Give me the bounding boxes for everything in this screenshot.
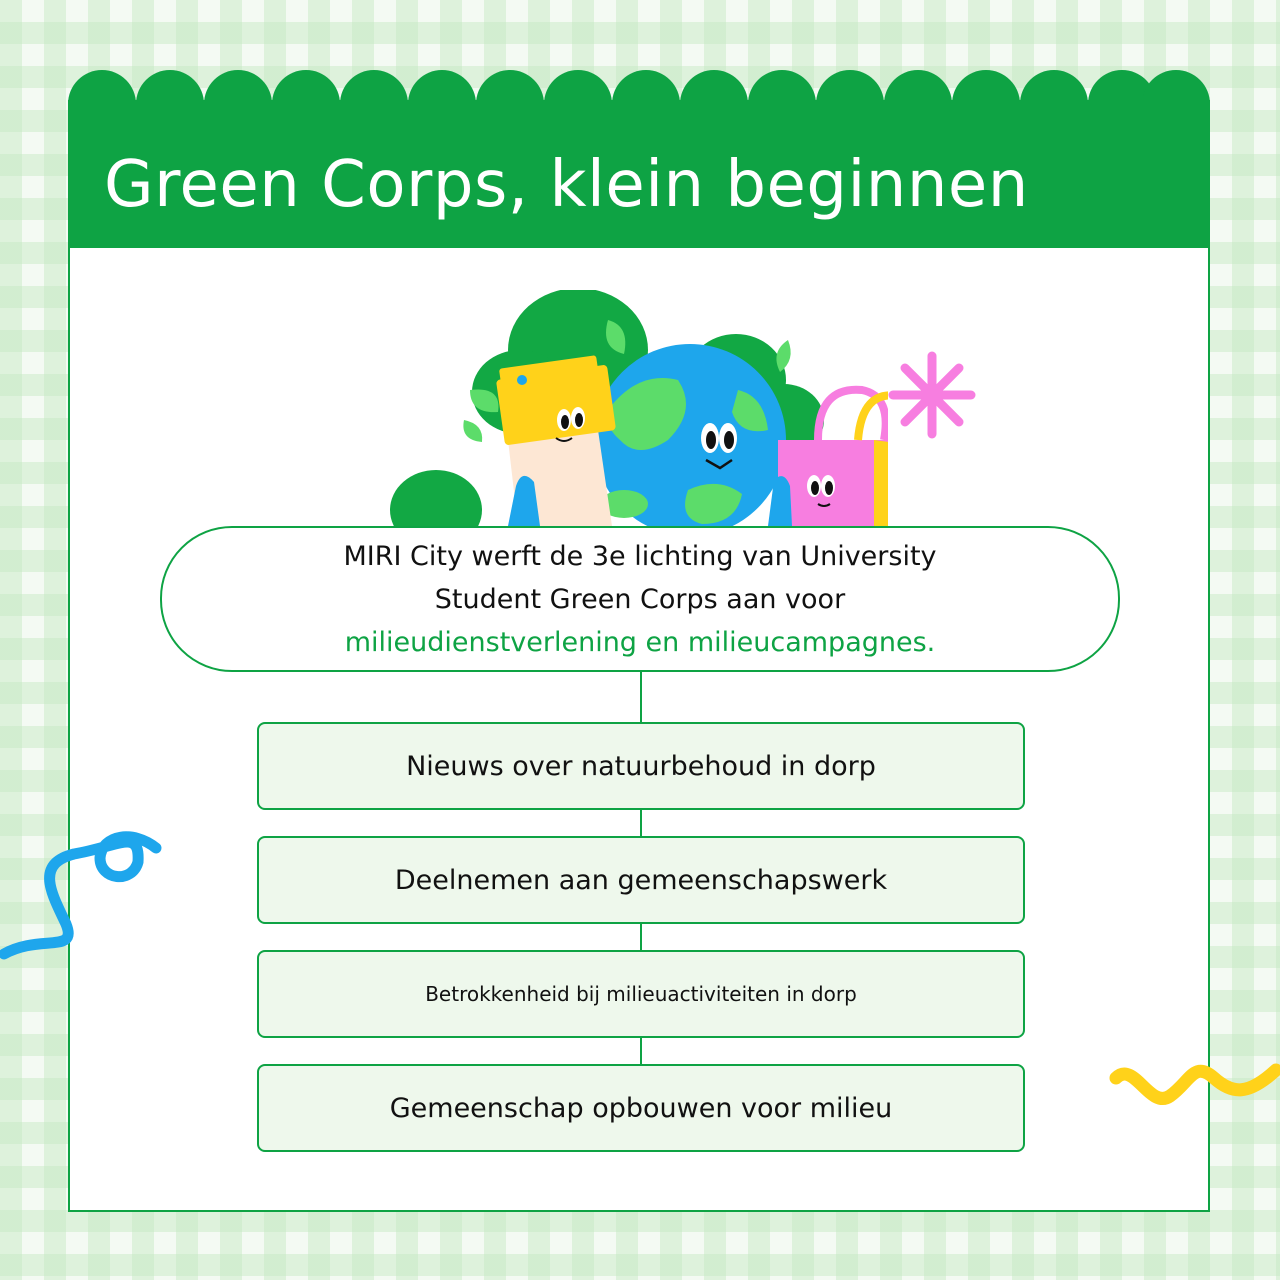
step-box-4: Gemeenschap opbouwen voor milieu: [257, 1064, 1025, 1152]
step-box-2: Deelnemen aan gemeenschapswerk: [257, 836, 1025, 924]
connector-line: [640, 670, 642, 722]
intro-line-2: Student Green Corps aan voor: [434, 583, 846, 615]
intro-line-1: MIRI City werft de 3e lichting van Unive…: [343, 540, 937, 572]
connector-line: [640, 922, 642, 950]
content-card: Green Corps, klein beginnen: [68, 70, 1210, 1212]
connector-line: [640, 1036, 642, 1064]
step-box-1: Nieuws over natuurbehoud in dorp: [257, 722, 1025, 810]
eco-mascots-illustration: [390, 290, 888, 526]
intro-callout: MIRI City werft de 3e lichting van Unive…: [160, 526, 1120, 672]
intro-highlight: milieudienstverlening en milieucampagnes…: [344, 626, 936, 658]
step-box-3: Betrokkenheid bij milieuactiviteiten in …: [257, 950, 1025, 1038]
connector-line: [640, 808, 642, 836]
page-title: Green Corps, klein beginnen: [104, 148, 1029, 222]
